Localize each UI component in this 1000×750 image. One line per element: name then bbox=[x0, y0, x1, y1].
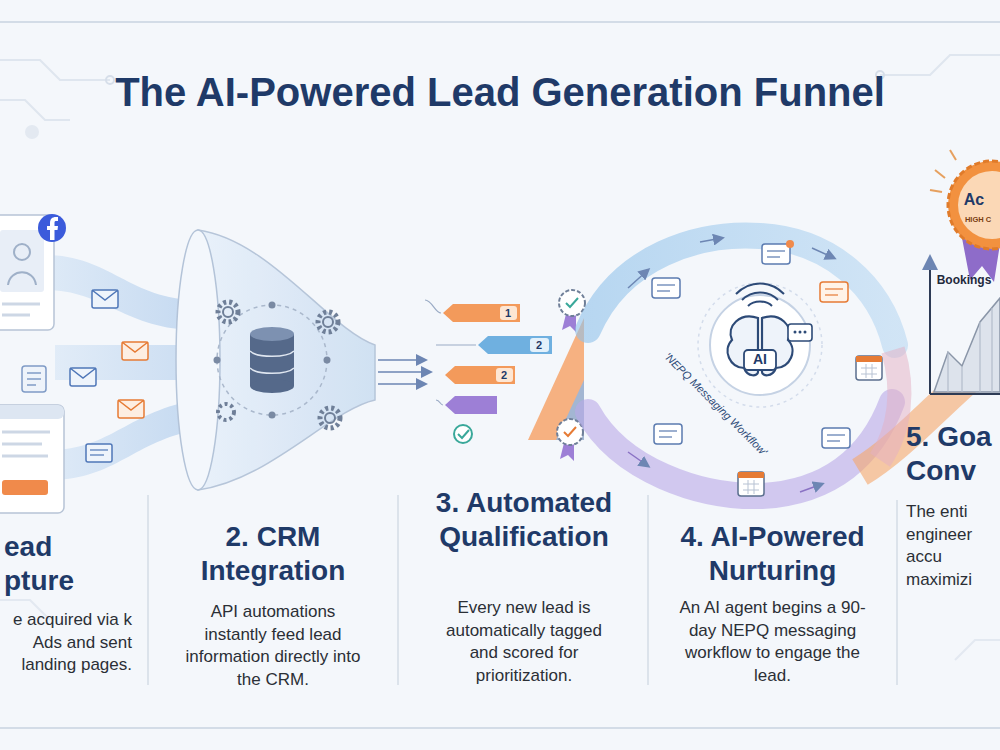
stage-description: e acquired via k Ads and sent landing pa… bbox=[4, 609, 132, 676]
stage-column: 2. CRM IntegrationAPI automations instan… bbox=[163, 520, 383, 691]
stage-description: API automations instantly feed lead info… bbox=[179, 601, 367, 691]
stage-heading: 5. Goa Conv bbox=[906, 420, 996, 487]
stage-heading: 4. AI-Powered Nurturing bbox=[660, 520, 885, 587]
award-badge-text: HIGH C bbox=[965, 216, 991, 224]
stage-description: Every new lead is automatically tagged a… bbox=[430, 597, 618, 687]
diagram-title: The AI-Powered Lead Generation Funnel bbox=[0, 70, 1000, 115]
award-badge-text: Ac bbox=[964, 191, 984, 209]
tag-number: 2 bbox=[536, 339, 542, 351]
stage-column: ead pture e acquired via k Ads and sent l… bbox=[4, 530, 132, 677]
stage-heading: 2. CRM Integration bbox=[163, 520, 383, 587]
stage-column: 5. Goa ConvThe enti engineer accu maximi… bbox=[906, 420, 996, 591]
stage-column: 3. Automated QualificationEvery new lead… bbox=[410, 486, 638, 687]
chart-axis-label: Bookings bbox=[937, 274, 992, 287]
stage-heading: 3. Automated Qualification bbox=[410, 486, 638, 553]
tag-number: 2 bbox=[501, 369, 507, 381]
stage-column: 4. AI-Powered Nurturing An AI agent begin… bbox=[660, 520, 885, 687]
stage-heading: ead pture bbox=[4, 530, 79, 597]
tag-number: 1 bbox=[505, 307, 511, 319]
ai-badge-text: AI bbox=[753, 352, 767, 367]
stage-description: The enti engineer accu maximizi bbox=[906, 501, 994, 591]
stage-description: An AI agent begins a 90-day NEPQ messagi… bbox=[679, 597, 867, 687]
